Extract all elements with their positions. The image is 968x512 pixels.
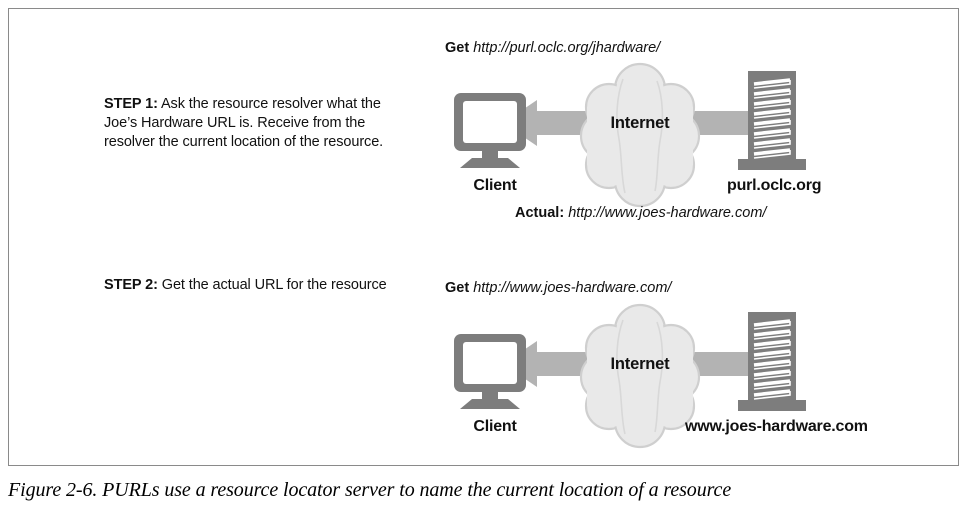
step-1-description: STEP 1: Ask the resource resolver what t…	[104, 95, 414, 152]
internet-cloud-label: Internet	[610, 114, 670, 132]
server-rack-icon	[736, 312, 808, 414]
annotation-get-joes: Get http://www.joes-hardware.com/	[445, 280, 671, 296]
annotation-get-joes-url: http://www.joes-hardware.com/	[473, 280, 672, 296]
annotation-actual-url-value: http://www.joes-hardware.com/	[568, 205, 767, 221]
step-2-label: STEP 2:	[104, 277, 158, 293]
client-computer-icon	[452, 333, 538, 413]
client-label: Client	[473, 418, 517, 435]
internet-cloud-icon	[565, 302, 715, 452]
annotation-get-joes-label: Get	[445, 280, 470, 296]
annotation-get-purl-label: Get	[445, 40, 470, 56]
annotation-get-purl-url: http://purl.oclc.org/jhardware/	[473, 40, 661, 56]
client-label: Client	[473, 177, 517, 194]
server-label: purl.oclc.org	[727, 177, 822, 194]
annotation-get-purl: Get http://purl.oclc.org/jhardware/	[445, 40, 660, 56]
step-2-body: Get the actual URL for the resource	[157, 277, 387, 293]
internet-cloud-icon	[565, 61, 715, 211]
figure-frame: STEP 1: Ask the resource resolver what t…	[8, 8, 959, 466]
step-1-label: STEP 1:	[104, 96, 158, 112]
client-computer-icon	[452, 92, 538, 172]
step-1-body: Ask the resource resolver what the Joe’s…	[104, 96, 384, 150]
server-rack-icon	[736, 71, 808, 173]
figure-caption: Figure 2-6. PURLs use a resource locator…	[8, 479, 732, 501]
annotation-actual-label: Actual:	[515, 205, 565, 221]
server-label: www.joes-hardware.com	[685, 418, 868, 435]
step-2-description: STEP 2: Get the actual URL for the resou…	[104, 276, 434, 295]
diagram-row-2: Internet Client	[9, 303, 960, 449]
diagram-row-1: Internet Client	[9, 62, 960, 208]
annotation-actual-url: Actual: http://www.joes-hardware.com/	[515, 205, 766, 221]
internet-cloud-label: Internet	[610, 355, 670, 373]
